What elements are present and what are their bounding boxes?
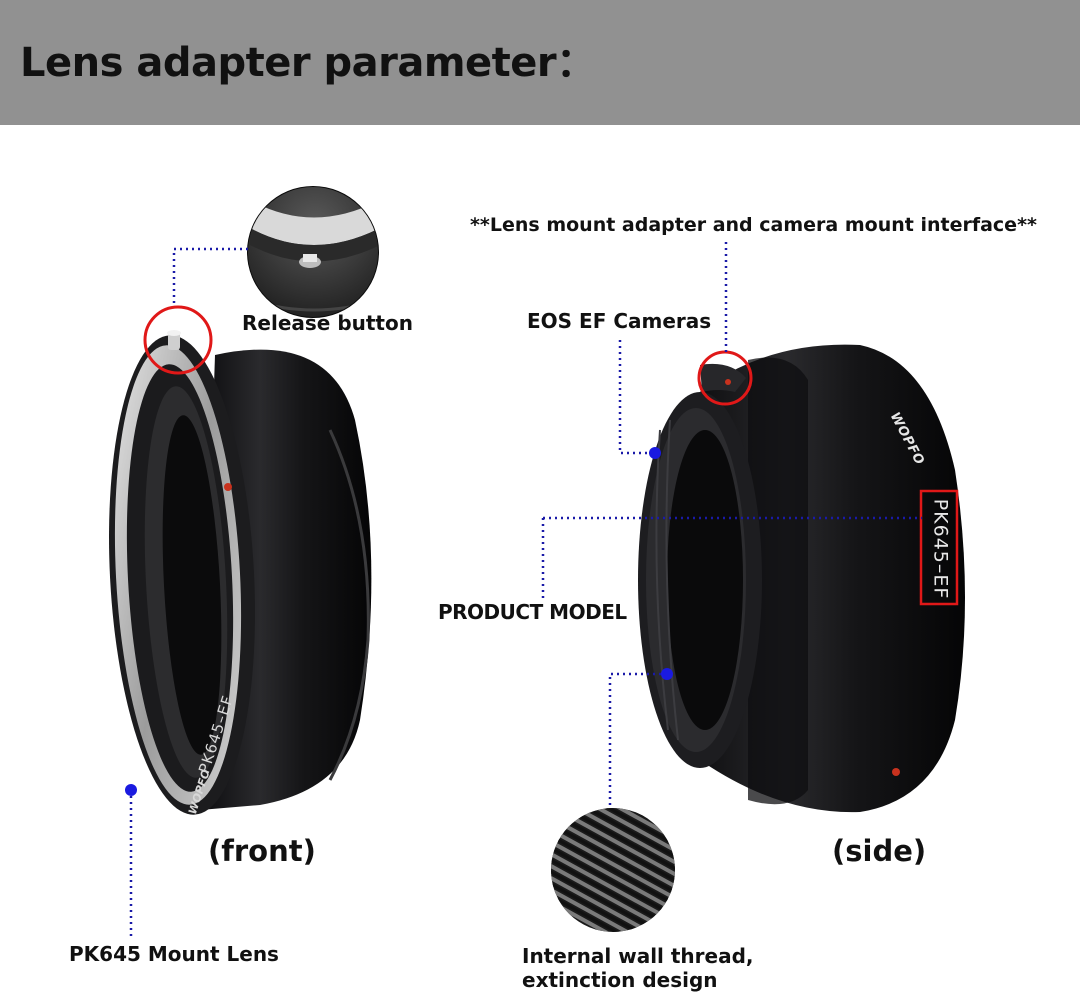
page-title: Lens adapter parameter： <box>20 40 596 86</box>
release-button-zoom <box>247 186 379 318</box>
front-adapter <box>109 330 372 815</box>
side-adapter <box>638 344 965 813</box>
label-thread-line2: extinction design <box>522 968 718 992</box>
label-product-model: PRODUCT MODEL <box>438 600 627 624</box>
label-eos-cameras: EOS EF Cameras <box>527 309 712 333</box>
label-interface: **Lens mount adapter and camera mount in… <box>470 214 1037 236</box>
label-thread-line1: Internal wall thread, <box>522 944 754 968</box>
header-bar: Lens adapter parameter： <box>0 0 1080 125</box>
label-side: (side) <box>832 834 927 868</box>
label-front: (front) <box>208 834 316 868</box>
release-highlight-circle <box>143 305 213 375</box>
product-model-marking: PK645–EF <box>929 498 951 600</box>
annotation-dots <box>125 447 673 796</box>
thread-anchor-dot <box>661 668 673 680</box>
label-mount-lens: PK645 Mount Lens <box>69 942 279 966</box>
annotation-lines <box>129 242 922 940</box>
mount-anchor-dot <box>125 784 137 796</box>
eos-anchor-dot <box>649 447 661 459</box>
label-release-button: Release button <box>242 311 413 335</box>
